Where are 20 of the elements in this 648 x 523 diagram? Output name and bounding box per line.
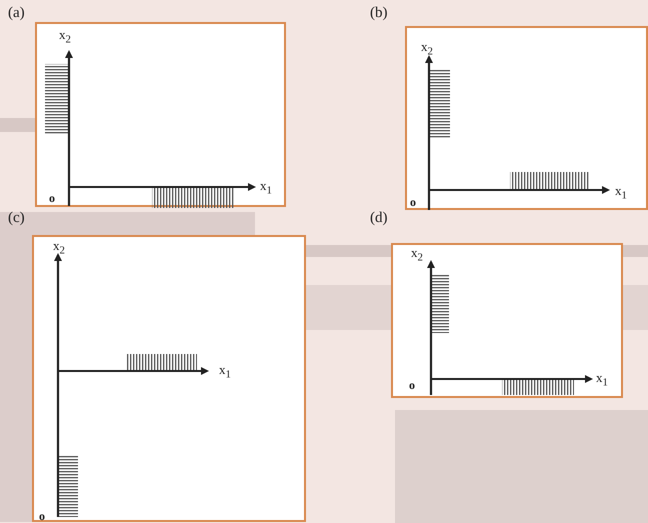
panel-label: (c) [8,211,25,226]
axis-label: x$_{2}$ [421,40,433,58]
axis-label: x$_{1}$ [615,184,627,202]
axis-label: x$_{2}$ [411,246,423,264]
panel-label: (b) [370,6,388,21]
graph-panel [405,26,648,210]
graph-panel [32,235,306,522]
axis-label: x$_{1}$ [260,179,272,196]
panel-label: (d) [370,211,388,226]
graph-panel [35,22,286,207]
origin-label: o [39,510,45,522]
origin-label: o [409,379,415,391]
axis-label: x$_{1}$ [219,363,231,380]
graph-panel [391,243,623,398]
axis-label: x$_{2}$ [59,28,71,46]
origin-label: o [410,196,416,208]
origin-label: o [49,192,55,204]
panel-label: (a) [8,6,25,21]
axis-label: x$_{2}$ [53,239,65,256]
axis-label: x$_{1}$ [596,371,608,388]
